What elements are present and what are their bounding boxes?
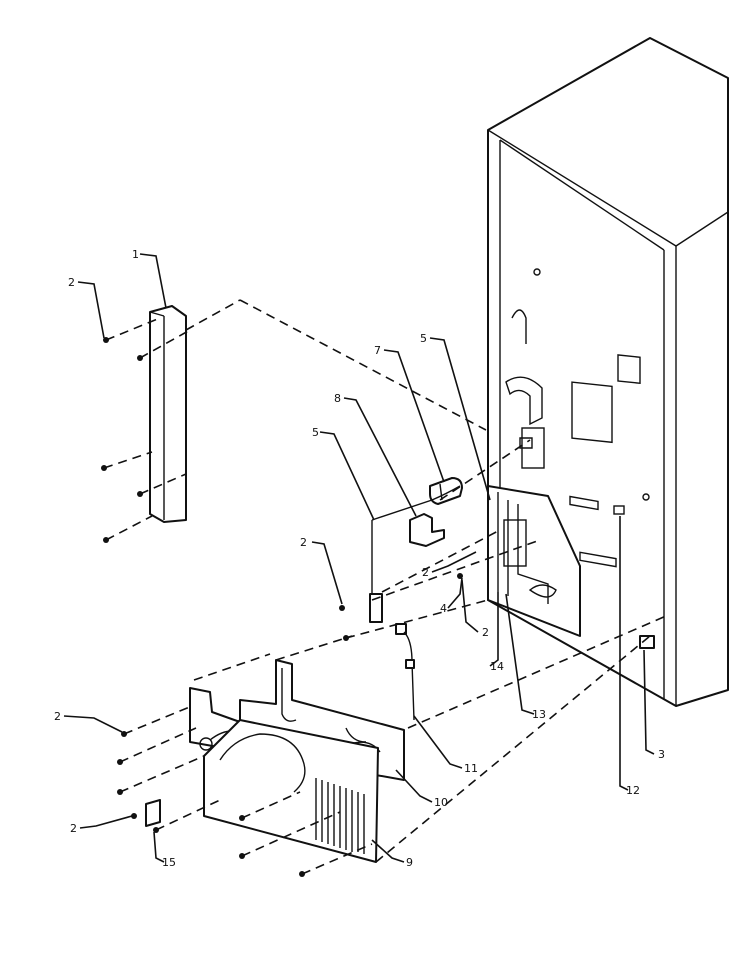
callout-2: 2: [68, 276, 75, 289]
callout-labels: 1 2 2 2 2 2 2 3 4 5 5 7 8 9 10 11 12 13 …: [54, 248, 665, 869]
callout-3: 3: [658, 748, 665, 761]
callout-10: 10: [434, 796, 448, 809]
callout-11: 11: [464, 762, 478, 775]
refrigerator-cabinet: [487, 37, 729, 707]
callout-2: 2: [300, 536, 307, 549]
part-9-rear-panel: [203, 719, 379, 863]
callout-2: 2: [54, 710, 61, 723]
callout-5: 5: [420, 332, 427, 345]
callout-7: 7: [374, 344, 381, 357]
callout-9: 9: [406, 856, 413, 869]
callout-8: 8: [334, 392, 341, 405]
callout-1: 1: [132, 248, 139, 261]
callout-13: 13: [532, 708, 546, 721]
part-11-cord: [395, 623, 415, 721]
vent-grille: [315, 778, 365, 854]
callout-4: 4: [440, 602, 447, 615]
callout-12: 12: [626, 784, 640, 797]
callout-2: 2: [482, 626, 489, 639]
callout-2: 2: [70, 822, 77, 835]
callout-15: 15: [162, 856, 176, 869]
part-8-overload: [409, 513, 445, 547]
part-15-bracket: [145, 799, 161, 827]
part-7-relay: [429, 477, 463, 505]
callout-14: 14: [490, 660, 504, 673]
leader-lines: [63, 253, 655, 863]
part-1-side-panel: [149, 305, 187, 523]
callout-2: 2: [422, 566, 429, 579]
callout-5: 5: [312, 426, 319, 439]
